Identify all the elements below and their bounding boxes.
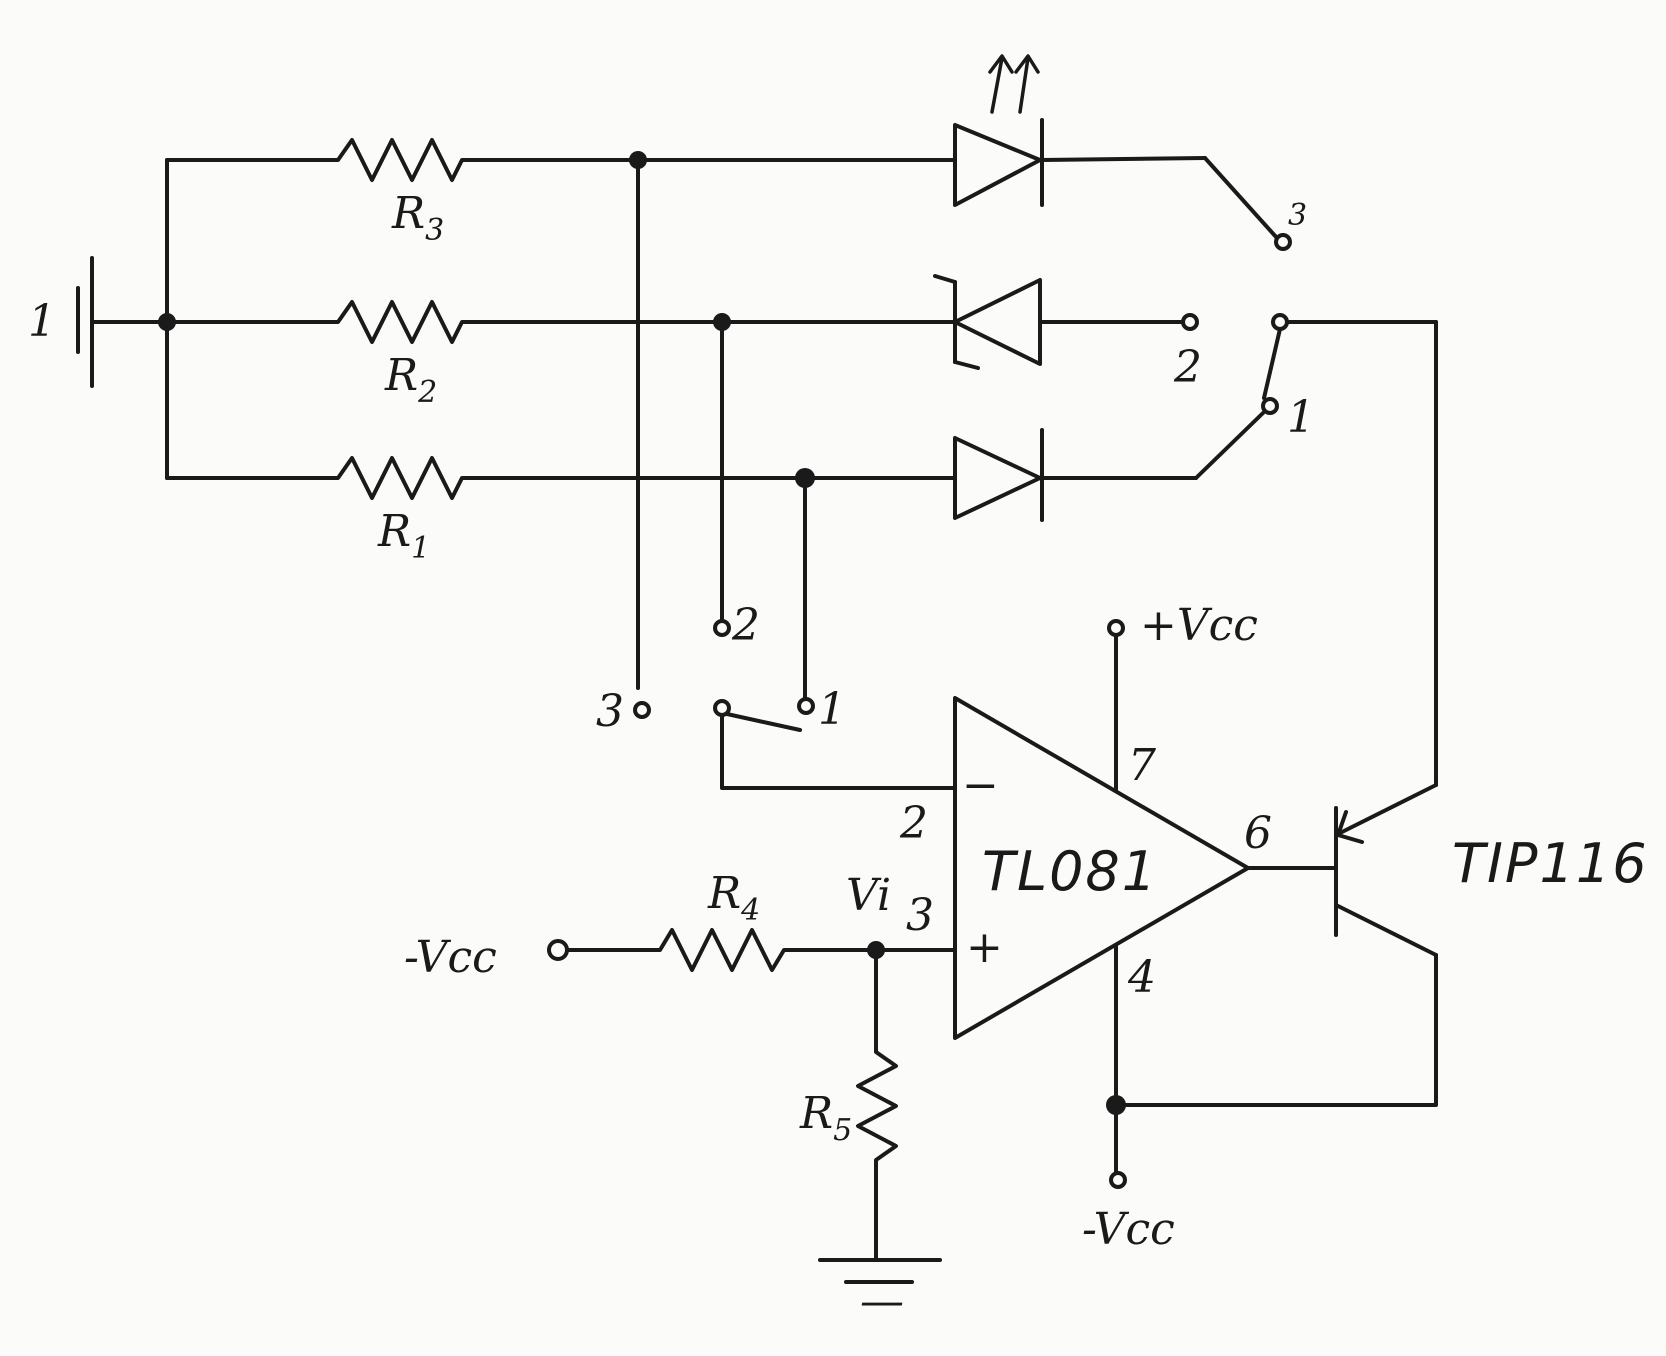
resistor-r1 (165, 456, 957, 500)
supply-vcc-negative-left: -Vcc (404, 932, 497, 983)
opamp-pin-3: 3 (906, 890, 934, 941)
r4-label: R4 (707, 868, 760, 928)
resistor-r4 (547, 928, 957, 972)
r2-label: R2 (384, 350, 437, 410)
switch-bottom-wires (633, 158, 957, 790)
supply-vcc-negative-bottom: -Vcc (1082, 1204, 1175, 1255)
junction-dot (713, 313, 731, 331)
switch-top-label-2: 2 (1173, 342, 1202, 393)
ground-mark: — (860, 1276, 904, 1327)
node-vi-label: Vi (846, 870, 891, 921)
diode-d1 (953, 411, 1265, 522)
led-diode (953, 54, 1207, 207)
zener-diode (933, 274, 1199, 370)
transistor-name: TIP116 (1452, 832, 1649, 895)
junction-dot (629, 151, 647, 169)
junction-dot (795, 468, 815, 488)
opamp-name: TL081 (982, 840, 1158, 903)
ground-symbol (818, 1258, 942, 1284)
opamp-pin-2: 2 (899, 798, 928, 849)
switch-top-pole-3 (1203, 156, 1292, 251)
r1-label: R1 (377, 506, 430, 566)
opamp-tl081 (953, 619, 1338, 1189)
r3-label: R3 (391, 188, 444, 248)
opamp-pin-4: 4 (1127, 952, 1156, 1003)
left-bus-wire (90, 158, 169, 480)
battery-label: 1 (28, 296, 56, 347)
supply-vcc-positive: +Vcc (1140, 600, 1258, 651)
resistor-r2 (165, 300, 957, 344)
transistor-tip116 (1114, 320, 1438, 1107)
switch-bottom-label-3: 3 (596, 686, 624, 737)
battery-symbol (76, 256, 94, 388)
switch-bottom-label-2: 2 (731, 600, 760, 651)
switch-top-label-1: 1 (1287, 392, 1315, 443)
switch-top-label-3: 3 (1288, 198, 1307, 233)
r5-label: R5 (799, 1088, 852, 1148)
opamp-pin-7: 7 (1128, 740, 1156, 791)
resistor-r5 (856, 948, 898, 1262)
opamp-plus-sign: + (966, 922, 1003, 973)
junction-dot (1106, 1095, 1126, 1115)
switch-bottom-label-1: 1 (818, 684, 846, 735)
switch-top-common (1261, 313, 1438, 415)
opamp-minus-sign: − (962, 760, 999, 811)
resistor-r3 (165, 138, 957, 182)
opamp-pin-6: 6 (1244, 808, 1272, 859)
junction-dot (158, 313, 176, 331)
